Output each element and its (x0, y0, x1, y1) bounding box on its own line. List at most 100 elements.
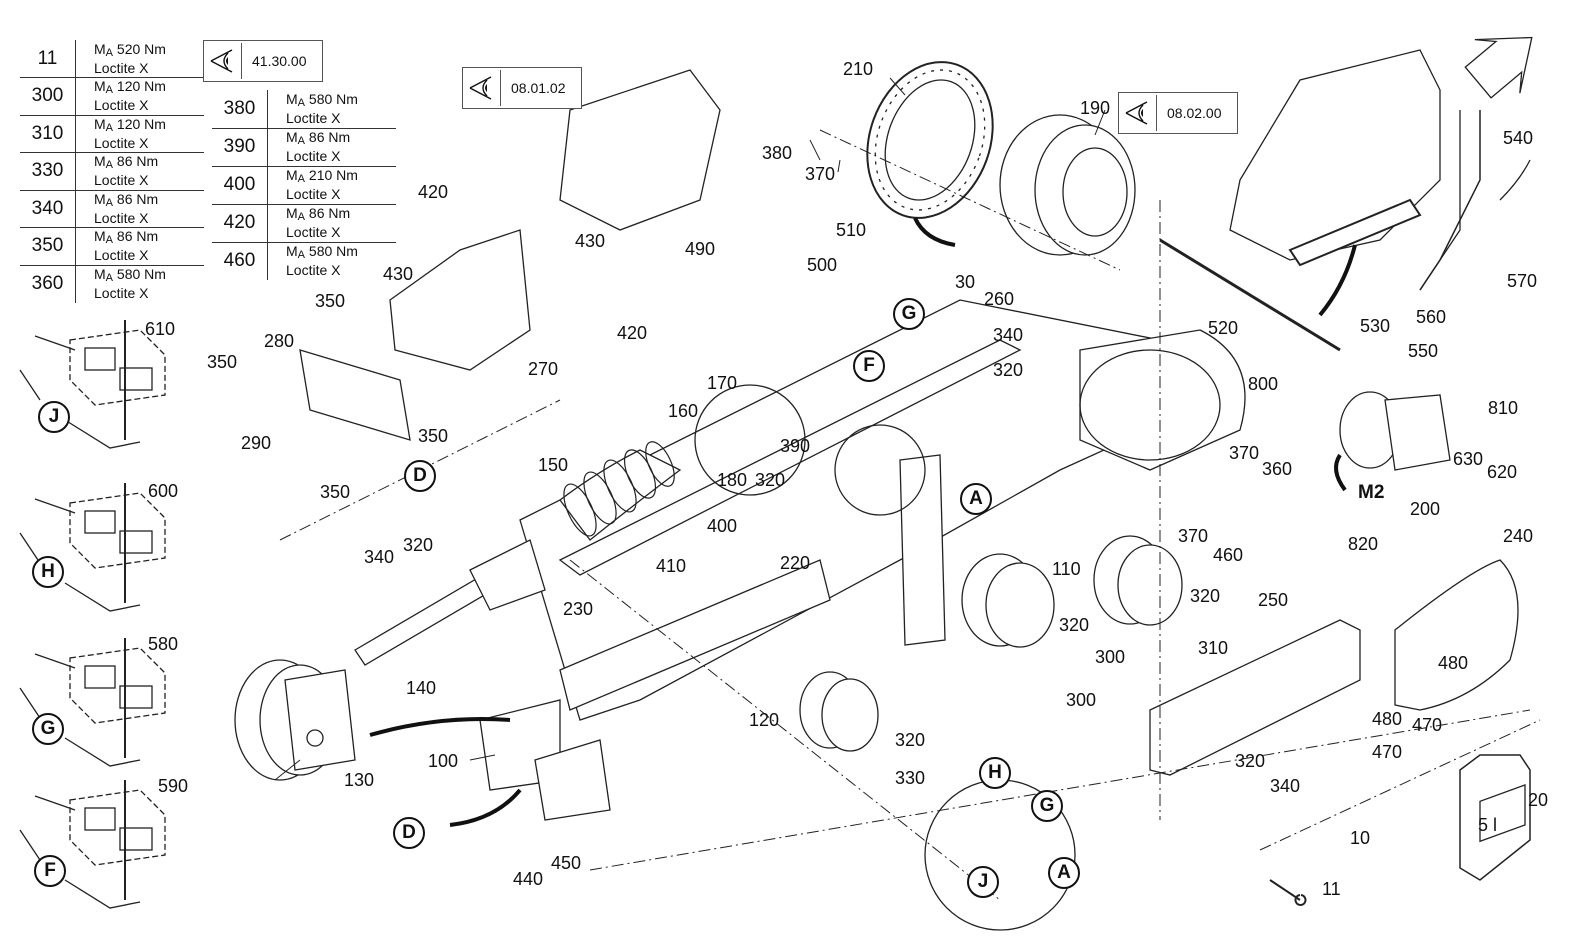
callout-label: 430 (575, 231, 606, 251)
hydraulic-hoses (1159, 110, 1531, 352)
tension-spring-150 (559, 441, 682, 541)
view-reference-code: 41.30.00 (252, 53, 307, 69)
callout-label: 620 (1487, 462, 1518, 482)
detail-marker-a[interactable]: A (960, 483, 992, 515)
callout-label: 180 (717, 470, 748, 490)
callout-label: 350 (320, 482, 351, 502)
callout-label: 390 (780, 436, 811, 456)
callout-label: 200 (1410, 499, 1441, 519)
motor-label: M2 (1358, 482, 1385, 503)
detail-marker-d[interactable]: D (393, 817, 425, 849)
callout-label: 470 (1372, 742, 1403, 762)
callout-label: 440 (513, 869, 544, 889)
clamp-detail-j (19, 320, 166, 449)
callout-label: 260 (984, 289, 1015, 309)
detail-marker-f[interactable]: F (34, 855, 66, 887)
detail-marker-h[interactable]: H (979, 757, 1011, 789)
callout-label: 480 (1438, 653, 1469, 673)
part-number: 310 (20, 115, 76, 153)
part-number: 380 (212, 90, 268, 129)
eye-view-icon (205, 43, 242, 79)
track-roller-120 (799, 671, 879, 752)
detail-marker-d[interactable]: D (404, 460, 436, 492)
part-number: 340 (20, 190, 76, 228)
callout-label: 530 (1360, 316, 1391, 336)
view-reference-41-30-00[interactable]: 41.30.00 (203, 40, 323, 82)
callout-label: 610 (145, 319, 176, 339)
paver-machine-overview (1229, 49, 1441, 267)
callout-label: 820 (1348, 534, 1379, 554)
callout-label: 300 (1095, 647, 1126, 667)
part-number: 330 (20, 152, 76, 191)
callout-label: 400 (707, 516, 738, 536)
detail-marker-j[interactable]: J (967, 866, 999, 898)
hydraulic-motor-200 (1339, 391, 1451, 471)
callout-label: 340 (993, 325, 1024, 345)
callout-label: 460 (1213, 545, 1244, 565)
callout-label: 130 (344, 770, 375, 790)
callout-label: 140 (406, 678, 437, 698)
view-reference-08-02-00[interactable]: 08.02.00 (1118, 92, 1238, 134)
detail-marker-h[interactable]: H (32, 556, 64, 588)
callout-label: 11 (1322, 879, 1341, 899)
cover-plate-240 (1394, 559, 1519, 711)
part-number: 420 (212, 204, 268, 243)
eye-view-icon (1120, 95, 1157, 131)
part-number: 350 (20, 227, 76, 266)
callout-label: 320 (1059, 615, 1090, 635)
callout-label: 800 (1248, 374, 1279, 394)
callout-label: 420 (617, 323, 648, 343)
callout-label: 340 (364, 547, 395, 567)
callout-label: 220 (780, 553, 811, 573)
callout-label: 490 (685, 239, 716, 259)
part-number: 460 (212, 242, 268, 280)
detail-marker-f[interactable]: F (853, 350, 885, 382)
detail-marker-a[interactable]: A (1048, 857, 1080, 889)
callout-label: 230 (563, 599, 594, 619)
callout-label: 370 (1229, 443, 1260, 463)
callout-label: 270 (528, 359, 559, 379)
callout-label: 480 (1372, 709, 1403, 729)
crawler-frame (479, 299, 1246, 821)
callout-label: 470 (1412, 715, 1443, 735)
callout-label: 170 (707, 373, 738, 393)
callout-label: 630 (1453, 449, 1484, 469)
part-number: 300 (20, 77, 76, 116)
callout-label: 120 (749, 710, 780, 730)
view-reference-08-01-02[interactable]: 08.01.02 (462, 67, 582, 109)
track-roller-110 (961, 535, 1183, 648)
detail-marker-j[interactable]: J (38, 401, 70, 433)
callout-label: 210 (843, 59, 874, 79)
callout-label: 370 (805, 164, 836, 184)
callout-label: 510 (836, 220, 867, 240)
callout-label: 190 (1080, 98, 1111, 118)
direction-arrow-icon (1464, 36, 1533, 99)
callout-label: 600 (148, 481, 179, 501)
clamp-detail-h (19, 483, 166, 612)
callout-label: 310 (1198, 638, 1229, 658)
detail-marker-g[interactable]: G (32, 713, 64, 745)
callout-label: 450 (551, 853, 582, 873)
detail-marker-g[interactable]: G (1031, 790, 1063, 822)
callout-label: 350 (418, 426, 449, 446)
detail-circle (834, 424, 926, 516)
detail-marker-g[interactable]: G (893, 298, 925, 330)
view-reference-code: 08.02.00 (1167, 105, 1222, 121)
